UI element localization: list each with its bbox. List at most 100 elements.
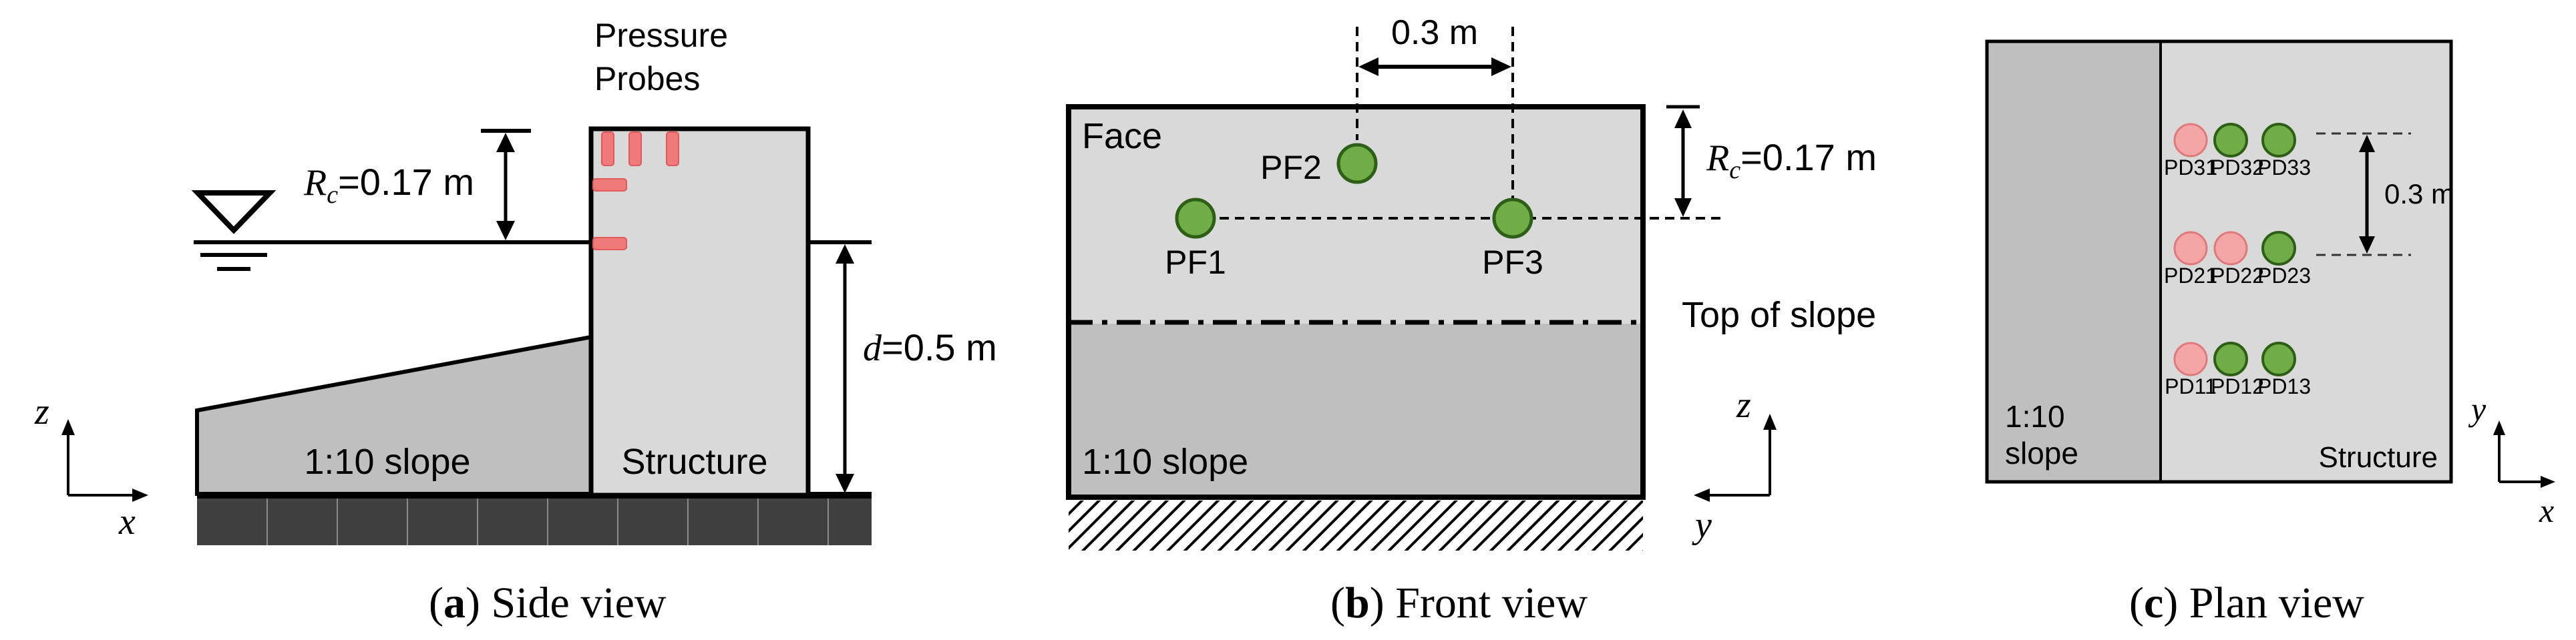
- caption-letter: c: [2144, 579, 2163, 627]
- caption-paren-open: (: [1330, 579, 1345, 627]
- front-ground-hatch: [1069, 501, 1643, 551]
- probe-pd12: [2213, 342, 2248, 376]
- water-level-triangle-icon: [191, 190, 277, 234]
- front-rc-symbol: R: [1706, 137, 1729, 179]
- probe-pd13-label: PD13: [2257, 374, 2311, 398]
- plan-spacing-label: 0.3 m: [2384, 178, 2454, 210]
- structure-block: [588, 126, 811, 498]
- plan-view-axes: y x: [2468, 390, 2555, 529]
- probe-pd21-label: PD21: [2164, 264, 2217, 288]
- front-slope-label: 1:10 slope: [1082, 442, 1248, 482]
- caption-plan-view: (c) Plan view: [2129, 579, 2364, 627]
- caption-text: Side view: [480, 579, 667, 627]
- plan-structure-area: [2161, 41, 2451, 482]
- probe-pd23-label: PD23: [2257, 264, 2311, 288]
- rc-arrow-up: [496, 133, 515, 152]
- rc-value: =0.17 m: [338, 161, 474, 203]
- d-arrow-up: [836, 244, 854, 264]
- plan-outline: [1985, 39, 2453, 484]
- plan-slope-label-line1: 1:10: [2005, 399, 2065, 434]
- pressure-probes: [592, 131, 679, 250]
- probe-pf2: [1336, 143, 1378, 184]
- probe-pd33: [2261, 123, 2296, 157]
- plan-x-axis-arrow-icon: [2541, 476, 2555, 488]
- probe-pf2-label: PF2: [1260, 149, 1322, 186]
- probe-pd12-label: PD12: [2211, 374, 2264, 398]
- spacing-arrow-left: [1358, 57, 1378, 76]
- pressure-probes-label-line2: Probes: [594, 60, 700, 97]
- front-rc-subscript: c: [1729, 156, 1740, 184]
- caption-paren-close: ): [2163, 579, 2178, 627]
- slope-label: 1:10 slope: [304, 442, 470, 482]
- caption-front-view: (b) Front view: [1330, 579, 1588, 627]
- ground-joints: [266, 497, 829, 545]
- rc-label: Rc=0.17 m: [303, 161, 474, 209]
- pressure-probes-label-line1: Pressure: [594, 17, 728, 54]
- side-view-axes: z x: [34, 391, 148, 543]
- plan-structure-label: Structure: [2318, 441, 2438, 474]
- spacing-arrow-right: [1491, 57, 1511, 76]
- pressure-probe-top-3: [666, 131, 679, 166]
- axis-x-label: x: [118, 501, 136, 543]
- pressure-probe-face-1: [592, 178, 627, 192]
- side-view-panel: 1:10 slope Structure Rc=0.17 m d=0.5 m P…: [34, 17, 997, 627]
- plan-slope-label-line2: slope: [2005, 436, 2078, 470]
- d-arrow-down: [836, 474, 854, 493]
- probe-pf3-label: PF3: [1482, 244, 1543, 281]
- probe-pf1-label: PF1: [1165, 244, 1226, 281]
- probe-pd23: [2261, 231, 2296, 266]
- top-of-slope-label: Top of slope: [1682, 295, 1876, 335]
- z-axis-arrow-icon: [61, 419, 75, 435]
- plan-slope-area: [1987, 41, 2161, 482]
- pressure-probe-face-2: [592, 237, 627, 250]
- probe-pd33-label: PD33: [2257, 155, 2311, 180]
- plan-probes: PD31 PD32 PD33 PD21 PD22 PD23 PD11 PD12 …: [2164, 123, 2311, 398]
- front-view-axes: z y: [1692, 384, 1777, 546]
- face-label: Face: [1082, 116, 1162, 156]
- probe-pf1: [1175, 198, 1216, 239]
- caption-paren-open: (: [2129, 579, 2144, 627]
- front-rc-value: =0.17 m: [1740, 136, 1877, 178]
- front-spacing-label: 0.3 m: [1391, 13, 1478, 52]
- ground-base: [197, 497, 872, 545]
- rc-arrow-down: [496, 221, 515, 240]
- front-rc-label: Rc=0.17 m: [1706, 136, 1877, 184]
- probe-pf3: [1492, 198, 1533, 239]
- probe-pd31-label: PD31: [2164, 155, 2217, 180]
- probe-pd22: [2213, 231, 2248, 266]
- front-rc-arrow-down: [1674, 198, 1692, 217]
- caption-side-view: (a) Side view: [429, 579, 667, 627]
- caption-paren-close: ): [1370, 579, 1385, 627]
- caption-paren-open: (: [429, 579, 443, 627]
- front-z-axis-arrow-icon: [1763, 414, 1777, 430]
- caption-letter: b: [1345, 579, 1370, 627]
- front-y-axis-arrow-icon: [1694, 489, 1710, 502]
- probe-pd22-label: PD22: [2211, 264, 2264, 288]
- front-axis-y-label: y: [1692, 505, 1712, 546]
- probe-pd13: [2261, 342, 2296, 376]
- front-axis-z-label: z: [1736, 384, 1751, 426]
- pressure-probe-top-2: [628, 131, 642, 166]
- plan-view-panel: 1:10 slope Structure 0.3 m PD31 PD32 PD3…: [1985, 39, 2555, 627]
- front-slope-lower: [1069, 324, 1643, 497]
- rc-symbol: R: [303, 162, 327, 204]
- caption-paren-close: ): [466, 579, 480, 627]
- plan-axis-x-label: x: [2539, 492, 2554, 529]
- probe-pd11: [2173, 342, 2208, 376]
- front-probes: PF1 PF2 PF3: [1165, 143, 1543, 281]
- probe-pd32-label: PD32: [2211, 155, 2264, 180]
- probe-pd21: [2173, 231, 2208, 266]
- d-label: d=0.5 m: [863, 326, 997, 369]
- front-rc-arrow-up: [1674, 109, 1692, 128]
- front-view-panel: Face 1:10 slope Top of slope 0.3 m Rc=0.…: [1066, 13, 1877, 627]
- plan-spacing-arrow-down: [2359, 236, 2375, 254]
- x-axis-arrow-icon: [132, 489, 148, 502]
- caption-text: Plan view: [2178, 579, 2364, 627]
- probe-pd32: [2213, 123, 2248, 157]
- structure-label: Structure: [621, 442, 767, 482]
- probe-pd11-label: PD11: [2165, 374, 2217, 398]
- pressure-probe-top-1: [601, 131, 614, 166]
- d-value: =0.5 m: [882, 326, 997, 368]
- caption-text: Front view: [1385, 579, 1588, 627]
